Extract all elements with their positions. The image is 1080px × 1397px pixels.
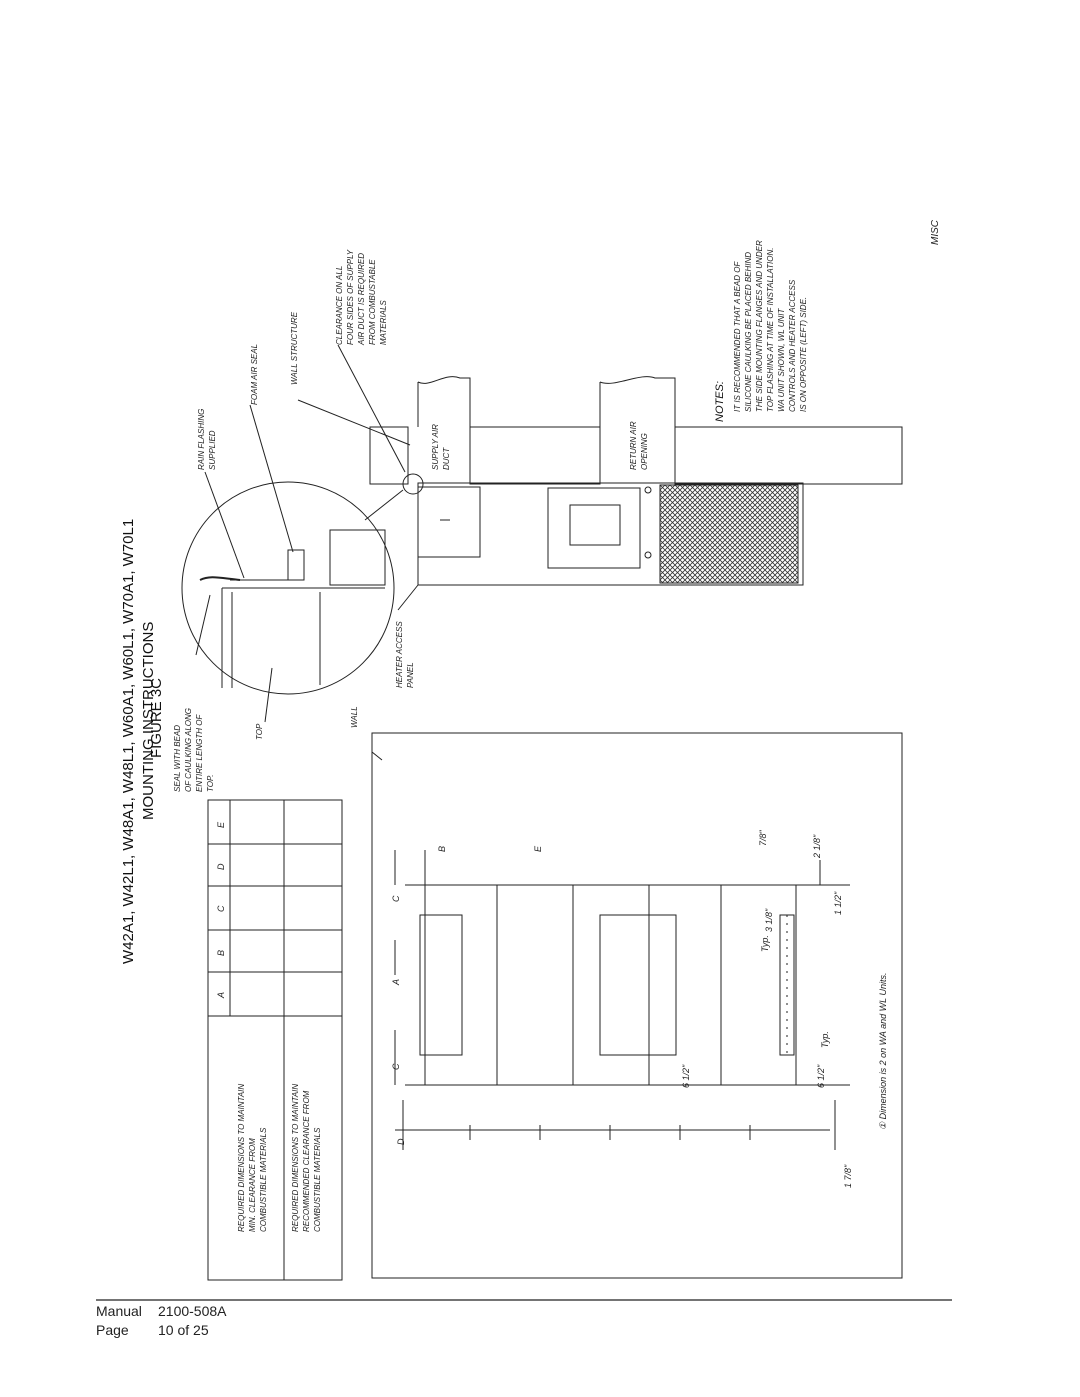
table-row-min-label: REQUIRED DIMENSIONS TO MAINTAIN MIN. CLE… — [237, 1083, 268, 1232]
dim-one-seven-eighths: 1 7/8" — [843, 1164, 853, 1188]
dim-label-c-left: C — [391, 1063, 401, 1071]
dim-label-a: A — [391, 978, 401, 985]
table-header-c: C — [216, 905, 226, 913]
panel-inner — [569, 504, 621, 546]
dimension-footnote: ① Dimension is 2 on WA and WL Units. — [878, 972, 888, 1130]
footer-page-number: 10 of 25 — [158, 1322, 209, 1338]
top-heater-box — [417, 486, 481, 558]
dim-label-b: B — [437, 845, 447, 852]
grille — [659, 484, 799, 584]
table-header-b: B — [216, 949, 226, 956]
dim-one-half: 1 1/2" — [833, 891, 843, 915]
label-supply-duct: SUPPLY AIR DUCT — [431, 424, 451, 470]
callout-seal: SEAL WITH BEAD OF CAULKING ALONG ENTIRE … — [173, 707, 215, 792]
dim-label-d: D — [396, 1138, 406, 1146]
table-frame — [207, 799, 343, 1281]
figure-models: W42A1, W42L1, W48A1, W48L1, W60A1, W60L1… — [120, 518, 137, 964]
return-opening — [599, 914, 677, 1056]
label-return-opening: RETURN AIR OPENING — [629, 421, 649, 470]
dim-six-half-lower: 6 1/2" — [816, 1064, 826, 1088]
supply-duct — [369, 426, 409, 485]
callout-wall: WALL — [350, 706, 359, 728]
notes-heading: NOTES: — [714, 381, 726, 422]
table-header-d: D — [216, 863, 226, 871]
detail-circle — [181, 481, 395, 695]
control-panel — [547, 487, 641, 569]
dim-typ-lower: Typ. — [820, 1031, 830, 1048]
mounting-flange — [779, 914, 795, 1056]
dim-two-eighth: 2 1/8" — [812, 834, 822, 858]
callout-wall-structure: WALL STRUCTURE — [290, 311, 299, 385]
dim-three-eighth: 3 1/8" — [764, 908, 774, 932]
dim-label-e: E — [533, 845, 543, 852]
footer-manual-label: Manual — [96, 1303, 142, 1319]
table-header-a: A — [216, 991, 226, 998]
callout-heater-panel: HEATER ACCESS PANEL — [395, 621, 415, 688]
notes-body: IT IS RECOMMENDED THAT A BEAD OF SILICON… — [733, 240, 808, 412]
callout-rain-flashing: RAIN FLASHING SUPPLIED — [197, 408, 217, 470]
dim-seven-eighth: 7/8" — [758, 830, 768, 846]
rear-view-frame — [371, 732, 903, 1279]
table-header-e: E — [216, 821, 226, 828]
dim-six-half-upper: 6 1/2" — [681, 1064, 691, 1088]
footer-page-label: Page — [96, 1322, 129, 1338]
footer-manual-number: 2100-508A — [158, 1303, 227, 1319]
wall-break-top — [417, 376, 471, 427]
dim-label-c-right: C — [391, 895, 401, 903]
figure-subtitle: MOUNTING INSTRUCTIONS — [140, 621, 157, 820]
table-row-recommended-label: REQUIRED DIMENSIONS TO MAINTAIN RECOMMEN… — [291, 1083, 322, 1232]
wall-break-mid — [599, 376, 676, 427]
callout-top: TOP — [255, 723, 264, 740]
callout-foam-seal: FOAM AIR SEAL — [250, 343, 259, 405]
wall-panel — [674, 426, 903, 485]
callout-clearance: CLEARANCE ON ALL FOUR SIDES OF SUPPLY AI… — [335, 249, 388, 345]
dim-typ-upper: Typ. — [760, 935, 770, 952]
side-code: MISC — [930, 220, 941, 245]
supply-opening — [419, 914, 463, 1056]
return-duct — [469, 426, 601, 485]
